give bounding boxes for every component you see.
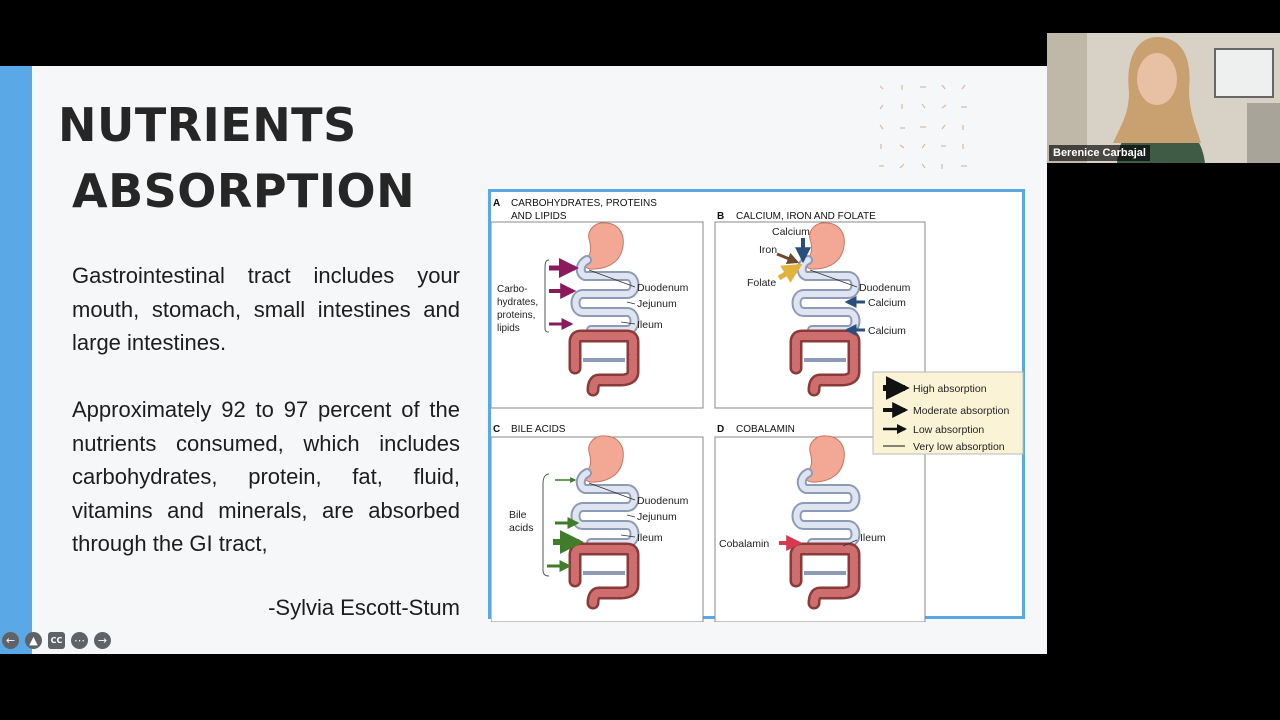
participant-video-feed (1047, 33, 1280, 163)
slide-title-line1: NUTRIENTS (58, 98, 357, 152)
panel-c-duodenum-label: Duodenum (637, 495, 689, 507)
panel-a-ileum-label: Ileum (637, 319, 663, 331)
pen-icon[interactable]: ▲ (25, 632, 42, 649)
arrow-left-icon[interactable]: ← (2, 632, 19, 649)
slideshow-controls: ← ▲ CC ⋯ → (2, 632, 111, 649)
panel-c-jejunum-label: Jejunum (637, 511, 677, 523)
panel-a-duodenum-label: Duodenum (637, 282, 689, 294)
body-paragraph-1: Gastrointestinal tract includes your mou… (72, 263, 460, 355)
panel-d-title: COBALAMIN (736, 424, 795, 435)
quote-attribution: -Sylvia Escott-Stum (268, 595, 460, 620)
panel-c-letter: C (493, 424, 500, 435)
captions-button[interactable]: CC (48, 632, 65, 649)
slide-accent-bar (0, 66, 32, 654)
panel-b-letter: B (717, 211, 724, 222)
panel-a-group-line1: Carbo- (497, 284, 528, 295)
arrow-right-icon[interactable]: → (94, 632, 111, 649)
panel-b-folate-label: Folate (747, 277, 776, 289)
panel-a-group-line3: proteins, (497, 310, 535, 321)
panel-b-title: CALCIUM, IRON AND FOLATE (736, 211, 876, 222)
panel-d-cobalamin-label: Cobalamin (719, 538, 769, 550)
legend-moderate-label: Moderate absorption (913, 405, 1009, 417)
body-paragraph-2: Approximately 92 to 97 percent of the nu… (72, 397, 460, 556)
panel-a-group-line2: hydrates, (497, 297, 538, 308)
panel-a-group-line4: lipids (497, 323, 520, 334)
panel-b-calcium-top-label: Calcium (772, 226, 810, 238)
panel-b-iron-label: Iron (759, 244, 777, 256)
panel-c-ileum-label: Ileum (637, 532, 663, 544)
panel-a-letter: A (493, 198, 500, 209)
panel-c-title: BILE ACIDS (511, 424, 566, 435)
panel-a-jejunum-label: Jejunum (637, 298, 677, 310)
decorative-dot-pattern (879, 84, 967, 169)
legend-high-label: High absorption (913, 383, 987, 395)
panel-b-duodenum-label: Duodenum (859, 282, 911, 294)
panel-c-group-line1: Bile (509, 509, 527, 521)
panel-b-calcium-label-2: Calcium (868, 325, 906, 337)
slide-title-line2: ABSORPTION (72, 164, 416, 218)
participant-name-label: Berenice Carbajal (1049, 145, 1150, 161)
panel-a-title-line1: CARBOHYDRATES, PROTEINS (511, 198, 657, 209)
more-icon[interactable]: ⋯ (71, 632, 88, 649)
panel-c-group-line2: acids (509, 522, 534, 534)
panel-d-ileum-label: Ileum (860, 532, 886, 544)
absorption-figure: A CARBOHYDRATES, PROTEINS AND LIPIDS Car… (488, 189, 1025, 622)
legend-low-label: Low absorption (913, 424, 984, 436)
legend-very-low-label: Very low absorption (913, 441, 1005, 453)
panel-d-letter: D (717, 424, 724, 435)
presentation-slide: NUTRIENTS ABSORPTION Gastrointestinal tr… (0, 66, 1047, 654)
participant-video-tile[interactable]: Berenice Carbajal (1047, 33, 1280, 163)
panel-a-title-line2: AND LIPIDS (511, 211, 567, 222)
panel-b-calcium-label-1: Calcium (868, 297, 906, 309)
